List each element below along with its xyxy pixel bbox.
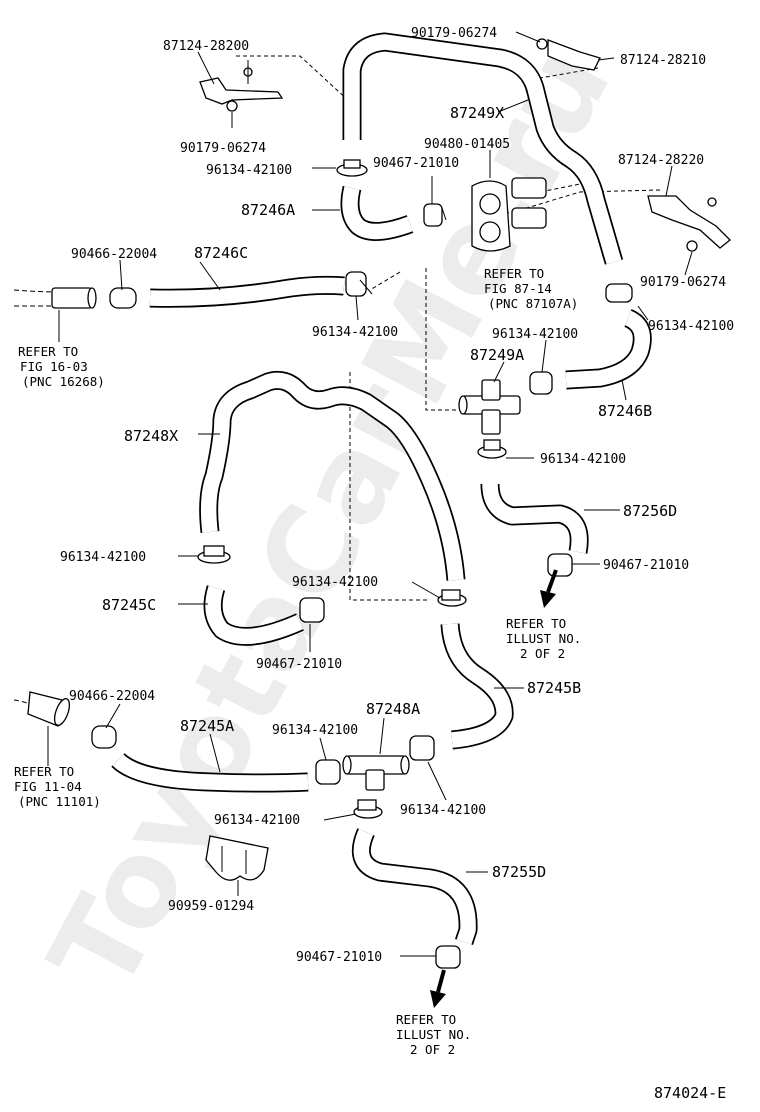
clip-90467-21010-d <box>435 945 461 969</box>
refer-illust-1-line-2: ILLUST NO. <box>506 631 581 646</box>
part-labels: 87124-28200 90179-06274 90179-06274 8712… <box>60 26 734 965</box>
tee-87248a <box>342 755 410 791</box>
clip-90467-21010-b <box>547 553 573 577</box>
clip-90467-21010-c <box>299 597 325 623</box>
bracket-87124-28200 <box>199 60 284 112</box>
tee-87249a <box>458 379 521 435</box>
clip-96134-42100-g <box>437 589 467 607</box>
label-87248x: 87248X <box>124 427 178 445</box>
hose-87249x <box>342 32 624 265</box>
label-87246b: 87246B <box>598 402 652 420</box>
label-87245b: 87245B <box>527 679 581 697</box>
clip-96134-42100-f <box>197 545 231 564</box>
label-90467-21010-a: 90467-21010 <box>373 156 459 171</box>
hose-87245c <box>203 585 304 646</box>
label-96134-42100-i: 96134-42100 <box>400 803 486 818</box>
label-87124-28200: 87124-28200 <box>163 39 249 54</box>
hose-87248x <box>199 370 466 581</box>
label-96134-42100-b: 96134-42100 <box>312 325 398 340</box>
label-87249a: 87249A <box>470 346 524 364</box>
refer-note-fig-87-14: REFER TO FIG 87-14 (PNC 87107A) <box>484 266 578 311</box>
leader-lines <box>47 31 693 957</box>
label-90467-21010-d: 90467-21010 <box>296 950 382 965</box>
label-96134-42100-f: 96134-42100 <box>60 550 146 565</box>
refer-16-03-line-3: (PNC 16268) <box>22 374 105 389</box>
label-90467-21010-b: 90467-21010 <box>603 558 689 573</box>
label-90480-01405: 90480-01405 <box>424 137 510 152</box>
clip-90466-22004-a <box>109 287 137 309</box>
refer-note-fig-11-04: REFER TO FIG 11-04 (PNC 11101) <box>14 764 101 809</box>
clip-96134-42100-e <box>477 439 507 459</box>
label-87245a: 87245A <box>180 717 234 735</box>
refer-87-14-line-2: FIG 87-14 <box>484 281 552 296</box>
refer-87-14-line-1: REFER TO <box>484 266 544 281</box>
figure-code: 874024-E <box>654 1084 726 1102</box>
refer-illust-2-line-2: ILLUST NO. <box>396 1027 471 1042</box>
label-96134-42100-c: 96134-42100 <box>648 319 734 334</box>
bracket-87124-28210 <box>536 38 601 71</box>
label-87124-28210: 87124-28210 <box>620 53 706 68</box>
label-87245c: 87245C <box>102 596 156 614</box>
hose-87245a <box>111 752 309 793</box>
label-90179-06274-r: 90179-06274 <box>640 275 726 290</box>
refer-11-04-line-2: FIG 11-04 <box>14 779 82 794</box>
clamp-90959-01294 <box>205 835 269 881</box>
clip-96134-42100-j <box>353 799 383 819</box>
hose-87255d <box>351 828 478 946</box>
hose-87245b <box>440 623 514 750</box>
label-90179-06274-top: 90179-06274 <box>411 26 497 41</box>
clip-96134-42100-b <box>345 271 373 297</box>
grommet-90480-01405 <box>471 177 547 252</box>
hose-clips <box>91 159 633 969</box>
hose-87246b <box>565 309 652 390</box>
label-96134-42100-e: 96134-42100 <box>540 452 626 467</box>
hose-87246a <box>340 185 414 241</box>
refer-11-04-line-3: (PNC 11101) <box>18 794 101 809</box>
label-87246a: 87246A <box>241 201 295 219</box>
clip-90466-22004-b <box>91 725 117 749</box>
bracket-87124-28220 <box>647 195 731 252</box>
label-87256d: 87256D <box>623 502 677 520</box>
refer-note-fig-16-03: REFER TO FIG 16-03 (PNC 16268) <box>18 344 105 389</box>
clip-96134-42100-a <box>336 159 368 177</box>
pipe-stub-fig-11-04 <box>13 691 71 727</box>
pipe-stub-fig-16-03 <box>13 287 97 309</box>
refer-illust-2-line-1: REFER TO <box>396 1012 456 1027</box>
hose-87256d <box>480 483 589 554</box>
label-87124-28220: 87124-28220 <box>618 153 704 168</box>
label-87249x: 87249X <box>450 104 504 122</box>
clip-96134-42100-h <box>315 759 341 785</box>
refer-illust-2-line-3: 2 OF 2 <box>410 1042 455 1057</box>
clip-96134-42100-c <box>605 283 633 303</box>
label-90179-06274-tl: 90179-06274 <box>180 141 266 156</box>
refer-11-04-line-1: REFER TO <box>14 764 74 779</box>
label-90466-22004-b: 90466-22004 <box>69 689 155 704</box>
label-96134-42100-g: 96134-42100 <box>292 575 378 590</box>
down-arrow-1 <box>540 569 558 608</box>
label-87248a: 87248A <box>366 700 420 718</box>
label-87246c: 87246C <box>194 244 248 262</box>
refer-illust-1-line-1: REFER TO <box>506 616 566 631</box>
hose-87246c <box>149 275 345 308</box>
label-90959-01294: 90959-01294 <box>168 899 254 914</box>
label-90466-22004-a: 90466-22004 <box>71 247 157 262</box>
refer-16-03-line-2: FIG 16-03 <box>20 359 88 374</box>
clip-96134-42100-i <box>409 735 435 761</box>
label-96134-42100-d: 96134-42100 <box>492 327 578 342</box>
refer-illust-1-line-3: 2 OF 2 <box>520 646 565 661</box>
clip-90467-21010-a <box>423 203 447 227</box>
refer-87-14-line-3: (PNC 87107A) <box>488 296 578 311</box>
refer-note-illust-2: REFER TO ILLUST NO. 2 OF 2 <box>396 1012 471 1057</box>
label-87255d: 87255D <box>492 863 546 881</box>
label-96134-42100-a: 96134-42100 <box>206 163 292 178</box>
refer-16-03-line-1: REFER TO <box>18 344 78 359</box>
refer-note-illust-1: REFER TO ILLUST NO. 2 OF 2 <box>506 616 581 661</box>
label-96134-42100-j: 96134-42100 <box>214 813 300 828</box>
label-90467-21010-c: 90467-21010 <box>256 657 342 672</box>
label-96134-42100-h: 96134-42100 <box>272 723 358 738</box>
down-arrow-2 <box>430 969 446 1008</box>
clip-96134-42100-d <box>529 371 553 395</box>
